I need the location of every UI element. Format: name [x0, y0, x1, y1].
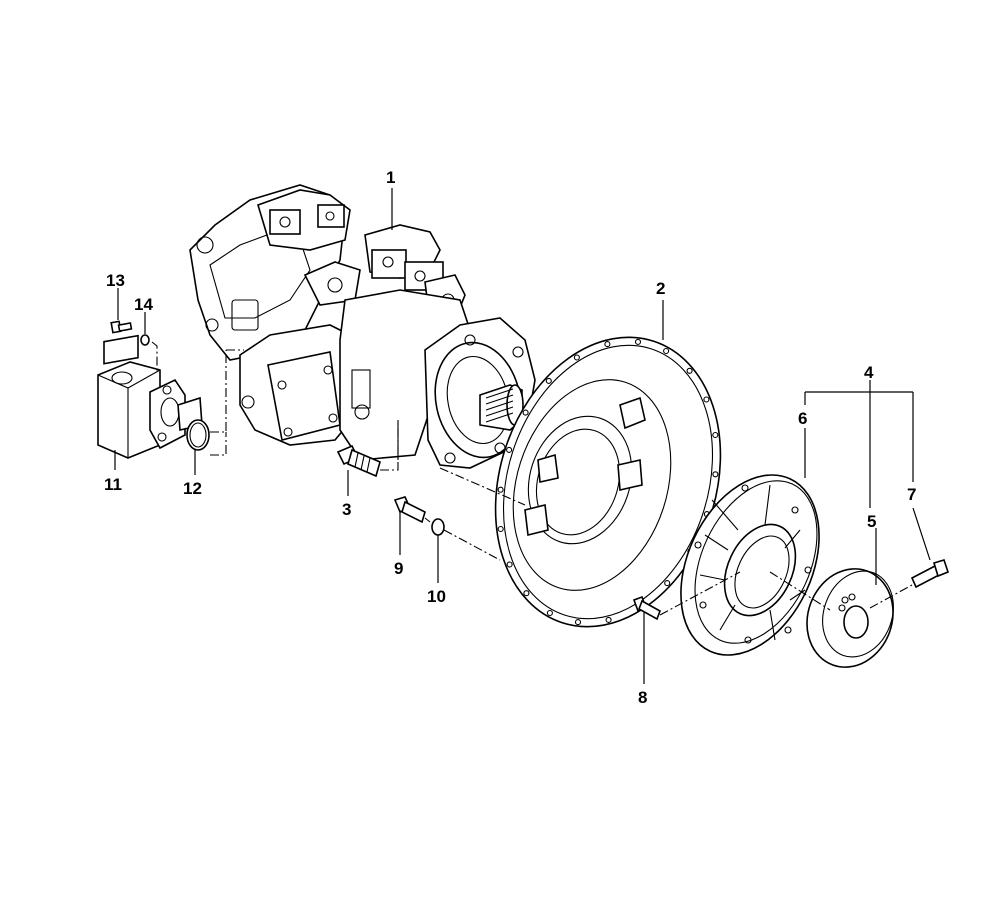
bolt-hole	[573, 354, 580, 361]
main-pump-assembly	[189, 184, 536, 469]
bolt-hole	[663, 347, 670, 355]
flywheel-housing	[494, 336, 722, 628]
callout-7: 7	[907, 485, 916, 504]
callout-2: 2	[656, 279, 665, 298]
bolt-hole	[497, 486, 504, 493]
callout-13: 13	[106, 271, 125, 290]
callout-8: 8	[638, 688, 647, 707]
bolt-hole	[604, 341, 611, 348]
callout-4: 4	[864, 363, 874, 382]
bolt-hole	[506, 561, 513, 568]
coupling-element	[806, 568, 894, 668]
callout-11: 11	[104, 475, 122, 494]
callout-12: 12	[183, 479, 202, 498]
leader-lines	[114, 188, 931, 684]
bolt-hole	[497, 525, 504, 533]
bolt-hole	[605, 616, 612, 623]
callout-10: 10	[427, 587, 446, 606]
bolt-hole	[686, 367, 693, 374]
washer-14	[140, 334, 150, 346]
bolt-hole	[522, 409, 529, 416]
bolt-9	[393, 496, 426, 524]
bolt-hole	[523, 590, 530, 597]
bolt-hole	[664, 580, 671, 587]
callout-1: 1	[386, 168, 395, 187]
bolt-hole	[546, 609, 553, 617]
washer-10	[431, 518, 445, 536]
callout-labels: 1 2 3 4 5 6 7 8 9 10 11 12 13 14	[104, 168, 916, 707]
bolt-hole	[712, 471, 719, 478]
gear-pump	[97, 334, 203, 459]
bolt-hole	[634, 338, 642, 345]
bolt-hole	[712, 431, 719, 439]
callout-6: 6	[798, 409, 807, 428]
o-ring	[186, 419, 210, 451]
bolt-3	[336, 444, 381, 478]
assembly-centerlines	[151, 341, 913, 616]
bolt-hole	[506, 446, 513, 453]
bolt-8	[632, 595, 661, 621]
callout-3: 3	[342, 500, 351, 519]
callout-5: 5	[867, 512, 876, 531]
bolt-7	[910, 559, 949, 589]
bolt-hole	[703, 396, 710, 403]
bolt-13	[110, 320, 133, 334]
bolt-hole	[545, 377, 552, 384]
callout-9: 9	[394, 559, 403, 578]
callout-14: 14	[134, 295, 153, 314]
bolt-hole	[574, 619, 582, 626]
